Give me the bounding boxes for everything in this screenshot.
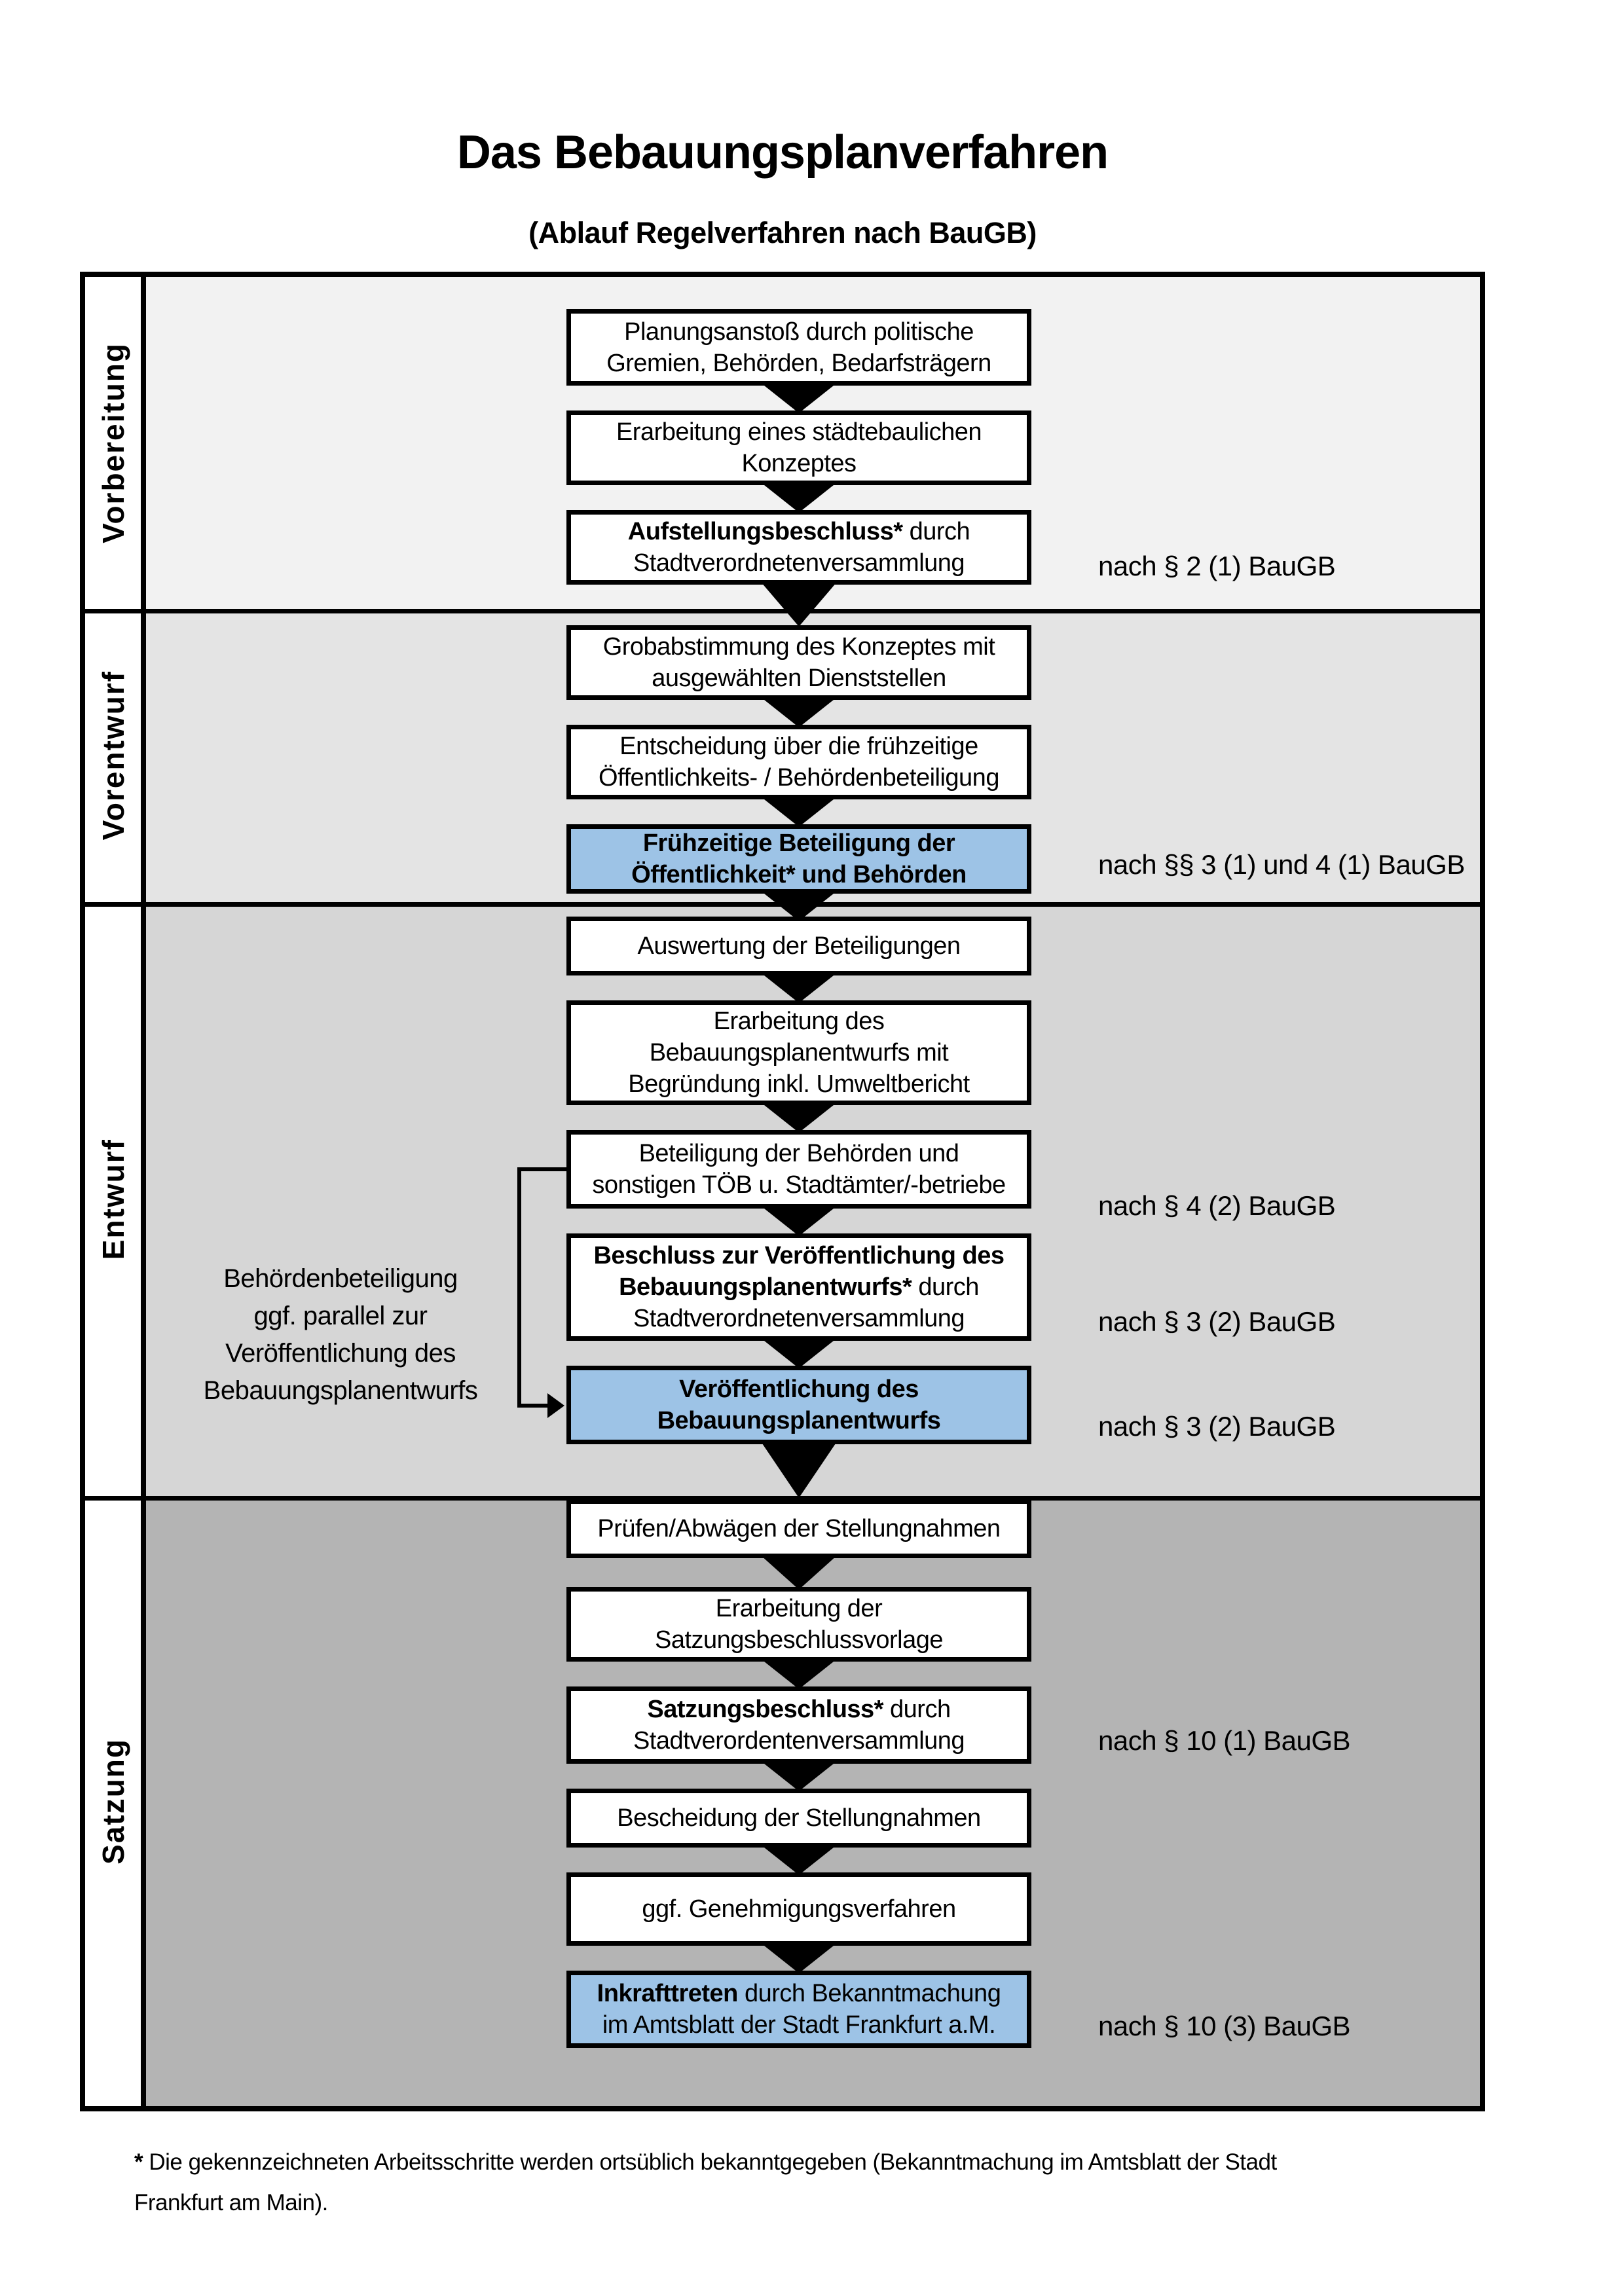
parallel-connector-top-line (517, 1167, 566, 1171)
arrow-down-icon (761, 1943, 837, 1973)
flow-box-bescheidung: Bescheidung der Stellungnahmen (566, 1789, 1031, 1848)
arrow-down-icon (761, 697, 837, 727)
arrow-right-icon (547, 1393, 564, 1418)
parallel-connector-bottom-line (517, 1404, 551, 1408)
flow-box-pruefen-abwaegen: Prüfen/Abwägen der Stellungnahmen (566, 1499, 1031, 1558)
legal-ref-inkrafttreten: nach § 10 (3) BauGB (1098, 2011, 1351, 2041)
legal-ref-veroeffentlichungsbeschluss: nach § 3 (2) BauGB (1098, 1306, 1336, 1337)
flow-box-fruehzeitige-beteiligung: Frühzeitige Beteiligung der Öffentlichke… (566, 824, 1031, 894)
flow-box-entscheidung-beteiligung: Entscheidung über die frühzeitige Öffent… (566, 725, 1031, 799)
page-title: Das Bebauungsplanverfahren (456, 126, 1109, 179)
flow-box-auswertung: Auswertung der Beteiligungen (566, 917, 1031, 975)
flow-box-satzungsvorlage: Erarbeitung der Satzungsbeschlussvorlage (566, 1587, 1031, 1662)
arrow-down-icon (761, 1845, 837, 1875)
legal-ref-fruehzeitige-beteiligung: nach §§ 3 (1) und 4 (1) BauGB (1098, 849, 1465, 880)
arrow-down-icon (761, 1556, 837, 1590)
section-label-satzung: Satzung (96, 1738, 130, 1865)
arrow-down-icon (761, 797, 837, 827)
arrow-down-icon (761, 1102, 837, 1133)
page-subtitle: (Ablauf Regelverfahren nach BauGB) (528, 216, 1037, 249)
flow-box-grobabstimmung: Grobabstimmung des Konzeptes mit ausgewä… (566, 625, 1031, 700)
flow-box-veroeffentlichungsbeschluss: Beschluss zur Veröffentlichung des Bebau… (566, 1233, 1031, 1341)
flow-box-entwurf-erarbeitung: Erarbeitung des Bebauungsplanentwurfs mi… (566, 1000, 1031, 1105)
arrow-down-icon (761, 1442, 837, 1498)
flow-box-planungsanstoss: Planungsanstoß durch politische Gremien,… (566, 309, 1031, 386)
arrow-down-icon (761, 483, 837, 513)
flow-box-genehmigungsverfahren: ggf. Genehmigungsverfahren (566, 1872, 1031, 1946)
flow-box-satzungsbeschluss: Satzungsbeschluss* durch Stadtverordente… (566, 1686, 1031, 1764)
parallel-note: Behördenbeteiligung ggf. parallel zur Ve… (203, 1264, 478, 1405)
flow-box-veroeffentlichung: Veröffentlichung des Bebauungsplanentwur… (566, 1366, 1031, 1444)
legal-ref-satzungsbeschluss: nach § 10 (1) BauGB (1098, 1725, 1351, 1756)
arrow-down-icon (761, 1761, 837, 1791)
section-label-entwurf: Entwurf (96, 1138, 130, 1260)
arrow-down-icon (761, 1338, 837, 1368)
arrow-down-icon (761, 582, 837, 627)
arrow-down-icon (761, 973, 837, 1003)
legal-ref-behoerdenbeteiligung: nach § 4 (2) BauGB (1098, 1190, 1336, 1221)
flow-box-behoerdenbeteiligung: Beteiligung der Behörden und sonstigen T… (566, 1130, 1031, 1209)
label-column-divider (141, 277, 146, 2106)
legal-ref-veroeffentlichung: nach § 3 (2) BauGB (1098, 1411, 1336, 1442)
arrow-down-icon (761, 1659, 837, 1689)
flow-box-aufstellungsbeschluss: Aufstellungsbeschluss* durch Stadtverord… (566, 510, 1031, 585)
parallel-connector-vertical-line (517, 1167, 521, 1408)
arrow-down-icon (761, 383, 837, 413)
flow-box-konzept-erarbeitung: Erarbeitung eines städtebaulichen Konzep… (566, 410, 1031, 485)
legal-ref-aufstellungsbeschluss: nach § 2 (1) BauGB (1098, 551, 1336, 581)
section-label-vorentwurf: Vorentwurf (96, 670, 130, 841)
section-divider (85, 1496, 1480, 1501)
flow-box-inkrafttreten: Inkrafttreten durch Bekanntmachung im Am… (566, 1971, 1031, 2048)
arrow-down-icon (761, 891, 837, 921)
arrow-down-icon (761, 1206, 837, 1236)
section-label-vorbereitung: Vorbereitung (96, 342, 130, 543)
footnote: * Die gekennzeichneten Arbeitsschritte w… (134, 2149, 1277, 2215)
